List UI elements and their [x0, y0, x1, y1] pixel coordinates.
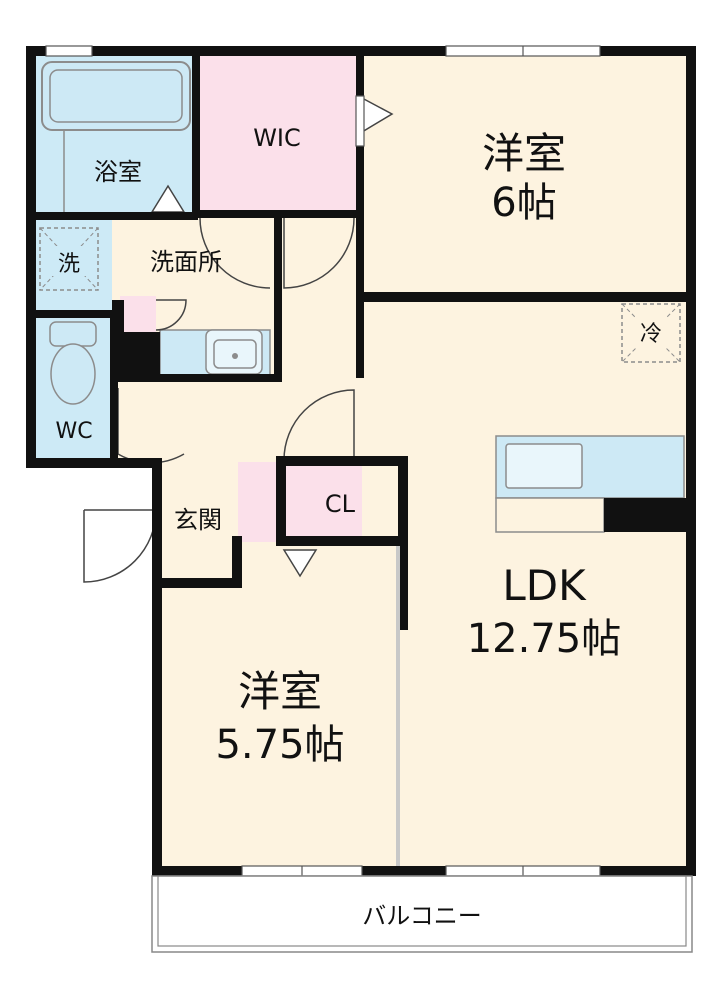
closet-door-marker	[282, 549, 318, 578]
fridge-label: 冷	[640, 322, 662, 347]
western1-name: 洋室	[482, 129, 566, 178]
pipe-shaft	[112, 332, 160, 380]
western2-name: 洋室	[238, 667, 322, 716]
western2-floor	[156, 542, 398, 868]
wic-label: WIC	[253, 124, 301, 152]
western2-size: 5.75帖	[215, 722, 344, 768]
bath-label: 浴室	[94, 158, 142, 186]
wic-floor	[198, 56, 360, 214]
ldk-name: LDK	[502, 561, 587, 610]
floors	[36, 56, 686, 868]
fridge-space	[621, 303, 681, 363]
ldk-size: 12.75帖	[467, 616, 622, 662]
vanity-sink	[159, 329, 271, 377]
western1-size: 6帖	[491, 180, 556, 226]
toilet	[49, 321, 97, 405]
wc-label: WC	[55, 419, 92, 444]
sliding-partition	[396, 546, 406, 866]
windows	[45, 45, 601, 877]
kitchen-counter	[495, 435, 688, 533]
fixtures	[39, 61, 688, 578]
washer-space	[39, 227, 99, 291]
bathtub	[41, 61, 191, 131]
entrance-label: 玄関	[174, 506, 222, 534]
balcony	[151, 875, 693, 953]
washroom-door-swing	[155, 299, 187, 331]
shoe-cabinet	[238, 462, 278, 542]
western1-floor	[362, 56, 686, 298]
washer-label: 洗	[58, 252, 80, 277]
walls	[26, 46, 696, 876]
closet-label: CL	[325, 490, 356, 518]
ldk-floor	[362, 298, 686, 868]
washroom-label: 洗面所	[150, 248, 222, 276]
hall-pink-strip	[120, 296, 156, 332]
balcony-label: バルコニー	[362, 902, 482, 930]
